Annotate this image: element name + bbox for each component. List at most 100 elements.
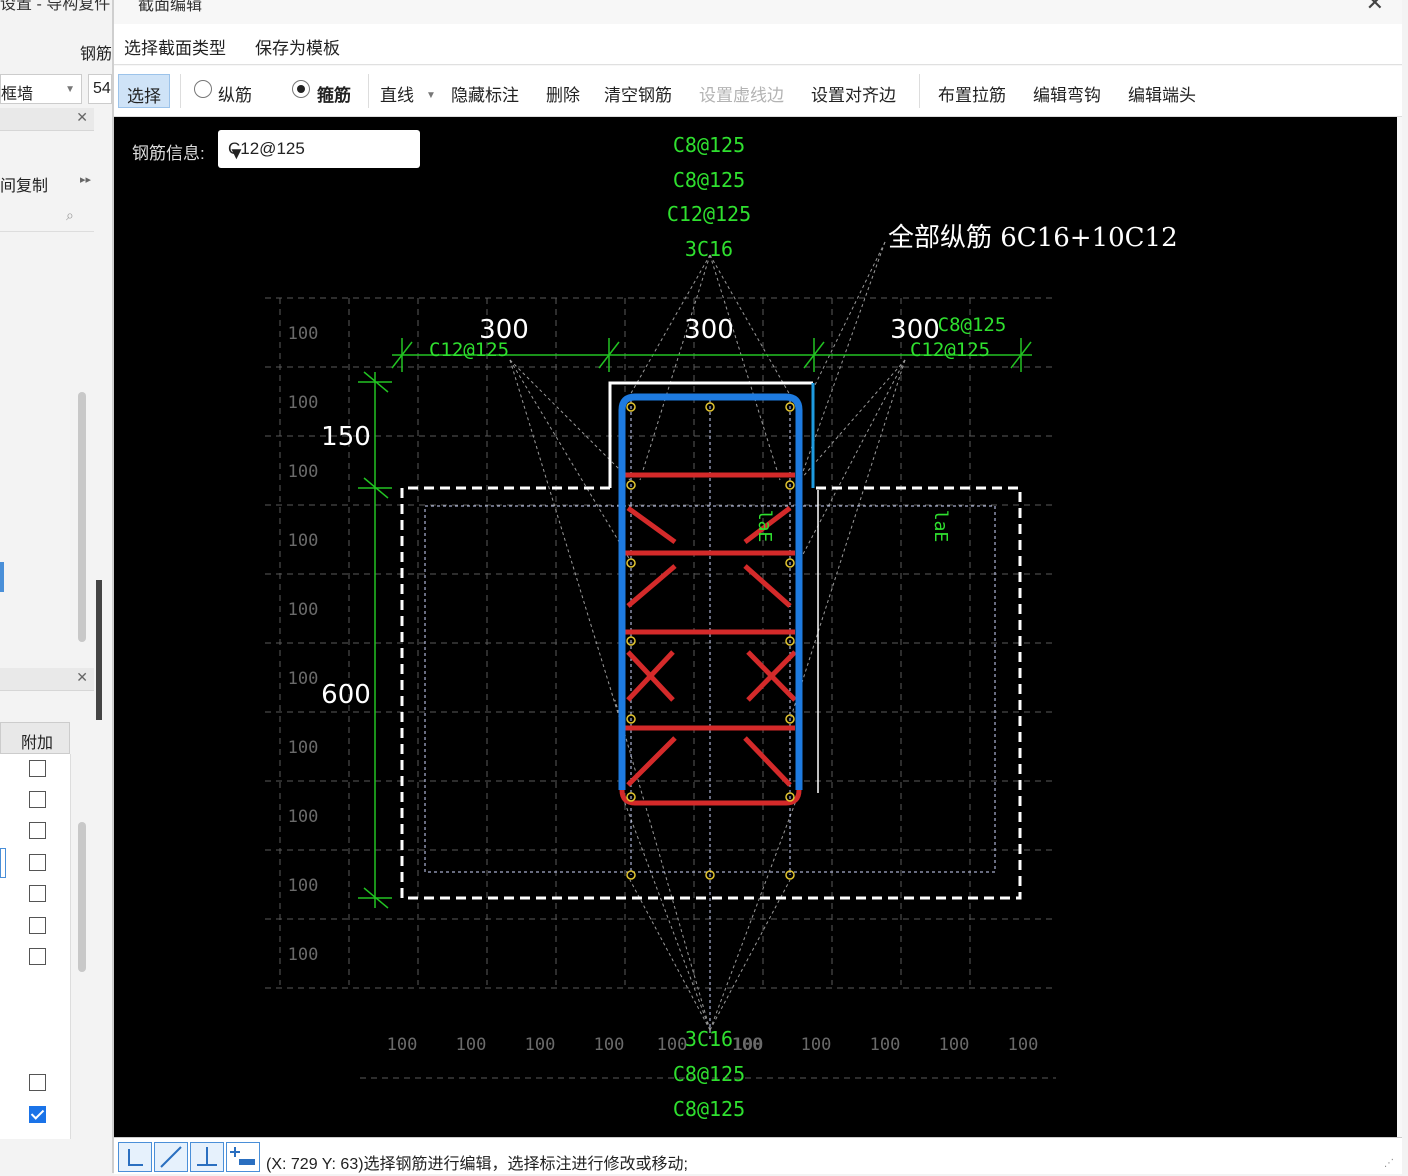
rebar-point (626, 480, 636, 490)
edit-hook-button[interactable]: 编辑弯钩 (1033, 86, 1101, 105)
close-icon[interactable]: ✕ (76, 109, 88, 125)
checkbox[interactable] (29, 791, 46, 808)
rebar-point (785, 558, 795, 568)
rebar-label: C8@125 (938, 314, 1007, 336)
dimension-label: 150 (321, 422, 371, 452)
resize-grip-icon[interactable]: ⋰ (1384, 1158, 1394, 1169)
tie-diagonal (626, 650, 675, 702)
menu-save-template[interactable]: 保存为模板 (255, 39, 340, 58)
dimension-tick (598, 341, 620, 369)
grid-label: 100 (288, 393, 319, 413)
leader-line (629, 879, 711, 1031)
dimension-label: 600 (321, 680, 371, 710)
dimension-label: 300 (890, 315, 940, 345)
stirrup-label[interactable]: 箍筋 (317, 86, 351, 105)
longitudinal-radio[interactable] (194, 80, 212, 98)
splitter[interactable] (96, 580, 102, 720)
line-dropdown[interactable]: 直线 (380, 86, 414, 105)
checkbox[interactable] (29, 948, 46, 965)
checkbox[interactable] (29, 854, 46, 871)
ortho-snap-icon[interactable] (118, 1142, 152, 1172)
longitudinal-label[interactable]: 纵筋 (218, 86, 252, 105)
wall-type-select[interactable]: 框墙 ▼ (0, 74, 82, 104)
line-snap-icon[interactable] (154, 1142, 188, 1172)
rebar-point (626, 714, 636, 724)
tie-diagonal (746, 650, 797, 702)
rebar-point (785, 792, 795, 802)
copy-label[interactable]: 间复制 (0, 178, 49, 195)
tie-diagonal (626, 505, 677, 545)
stirrup-radio[interactable] (292, 80, 310, 98)
table-header: 附加 (0, 722, 70, 754)
divider (180, 74, 181, 108)
checkbox[interactable] (29, 1106, 46, 1123)
checkbox[interactable] (29, 1074, 46, 1091)
set-align-edge-button[interactable]: 设置对齐边 (811, 86, 896, 105)
checkbox[interactable] (29, 822, 46, 839)
leader-line (709, 879, 791, 1031)
leader-line (619, 789, 711, 1031)
hide-annotation-button[interactable]: 隐藏标注 (451, 86, 519, 105)
rebar-point (626, 792, 636, 802)
edit-end-button[interactable]: 编辑端头 (1128, 86, 1196, 105)
grid-label: 100 (288, 945, 319, 965)
menu-select-section-type[interactable]: 选择截面类型 (124, 39, 226, 58)
menu-bar: 选择截面类型 保存为模板 (114, 24, 1402, 65)
grid-label: 100 (288, 807, 319, 827)
leader-line (509, 359, 631, 561)
leader-line (509, 359, 621, 721)
select-button[interactable]: 选择 (118, 74, 170, 108)
search-icon[interactable]: ⌕ (66, 207, 74, 223)
search-box[interactable]: ⌕ (0, 203, 94, 232)
rebar-info-select[interactable]: C12@125 ▼ (218, 130, 420, 168)
add-point-icon[interactable] (226, 1142, 260, 1172)
scrollbar[interactable] (78, 822, 86, 972)
leader-line (799, 359, 906, 481)
rebar-point (785, 714, 795, 724)
dimension-label: 300 (479, 315, 529, 345)
leader-line (709, 789, 801, 1031)
checkbox[interactable] (29, 917, 46, 934)
rebar-label: C12@125 (429, 339, 509, 361)
grid-label: 100 (288, 462, 319, 482)
perpendicular-icon[interactable] (190, 1142, 224, 1172)
expand-icon[interactable]: ▸▸ (80, 174, 92, 186)
grid-label: 100 (1008, 1035, 1039, 1055)
checkbox[interactable] (29, 885, 46, 902)
tie-bar (619, 789, 802, 806)
rebar-label: C8@125 (673, 1062, 745, 1086)
grid-label: 100 (657, 1035, 688, 1055)
grid-label: 100 (288, 600, 319, 620)
wall-type-value: 框墙 (1, 86, 34, 103)
checkbox[interactable] (29, 760, 46, 777)
leader-line (509, 359, 631, 481)
close-icon[interactable]: ✕ (1365, 0, 1384, 15)
rebar-point (626, 402, 636, 412)
delete-button[interactable]: 删除 (546, 86, 580, 105)
value-field[interactable]: 54 (88, 74, 112, 104)
set-dashed-edge-button[interactable]: 设置虚线边 (699, 86, 784, 105)
selection-marker (0, 848, 6, 878)
close-icon[interactable]: ✕ (76, 669, 88, 685)
lap-label: laE (754, 510, 775, 543)
clear-rebar-button[interactable]: 清空钢筋 (604, 86, 672, 105)
grid-label: 100 (288, 531, 319, 551)
rebar-label: C8@125 (673, 133, 745, 157)
selection-marker (0, 562, 4, 592)
leader-line (789, 359, 906, 721)
place-tie-button[interactable]: 布置拉筋 (938, 86, 1006, 105)
grid-label: 100 (801, 1035, 832, 1055)
grid-label: 100 (456, 1035, 487, 1055)
cover-line (424, 505, 996, 873)
grid-label: 100 (288, 324, 319, 344)
panel-header-2: ✕ (0, 668, 94, 691)
dialog-title: 截面编辑 (138, 0, 203, 14)
leader-line (814, 241, 886, 386)
scrollbar[interactable] (78, 392, 86, 642)
leader-line (799, 359, 906, 561)
chevron-down-icon[interactable]: ▼ (426, 90, 436, 101)
leader-line (629, 254, 711, 396)
tie-diagonal (626, 564, 677, 608)
